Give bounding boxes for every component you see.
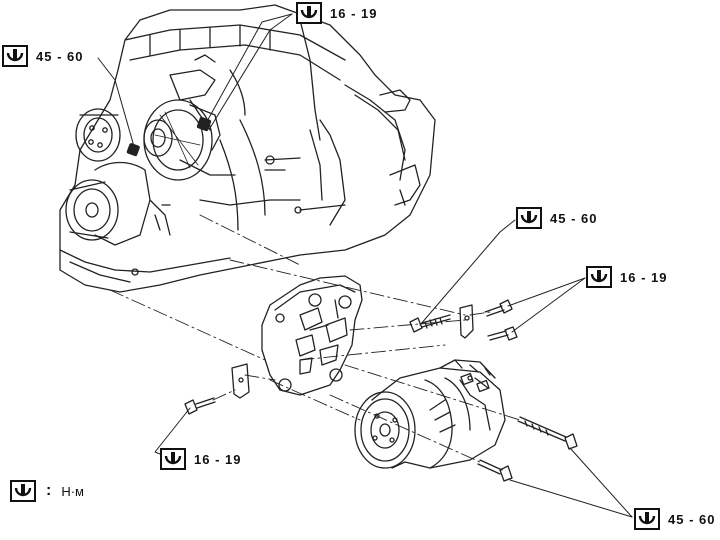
spacer-plate-lower — [231, 363, 250, 399]
torque-value: 16 - 19 — [194, 451, 242, 467]
alternator — [143, 99, 221, 181]
bolt-spacer-upper-1 — [484, 299, 513, 317]
crankshaft-pulley — [65, 179, 119, 241]
torque-callout-top-center: 16 - 19 — [296, 2, 377, 24]
torque-wrench-icon — [516, 207, 542, 229]
bolt-bracket-upper — [409, 314, 451, 333]
torque-value: 16 - 19 — [330, 5, 378, 21]
bolt-spacer-lower — [184, 397, 216, 415]
torque-value: 16 - 19 — [620, 269, 668, 285]
torque-wrench-icon — [10, 480, 36, 502]
leader-lines — [97, 13, 633, 518]
legend-separator: : — [46, 482, 52, 499]
torque-callout-bottom-right: 45 - 60 — [634, 508, 715, 530]
torque-callout-mid-right-upper: 45 - 60 — [516, 207, 597, 229]
engine-bolt-heads — [126, 116, 212, 157]
bolt-compressor-long — [517, 416, 578, 450]
engine-block — [59, 4, 436, 293]
torque-wrench-icon — [634, 508, 660, 530]
torque-wrench-icon — [296, 2, 322, 24]
spacer-plate-upper — [459, 304, 474, 339]
ac-compressor — [354, 359, 506, 469]
torque-wrench-icon — [160, 448, 186, 470]
torque-wrench-icon — [2, 45, 28, 67]
torque-value: 45 - 60 — [550, 210, 598, 226]
water-pump-pulley — [75, 108, 121, 162]
torque-callout-bottom-left: 16 - 19 — [160, 448, 241, 470]
torque-unit-legend: : Н·м — [10, 480, 84, 502]
torque-wrench-icon — [586, 266, 612, 288]
compressor-bracket — [261, 275, 363, 396]
bolt-compressor-lower — [477, 459, 513, 482]
legend-unit: Н·м — [61, 483, 84, 499]
torque-value: 45 - 60 — [668, 511, 716, 527]
alignment-lines — [109, 214, 521, 463]
bolt-spacer-upper-2 — [487, 326, 518, 341]
torque-callout-top-left: 45 - 60 — [2, 45, 83, 67]
torque-value: 45 - 60 — [36, 48, 84, 64]
torque-callout-mid-right-lower: 16 - 19 — [586, 266, 667, 288]
